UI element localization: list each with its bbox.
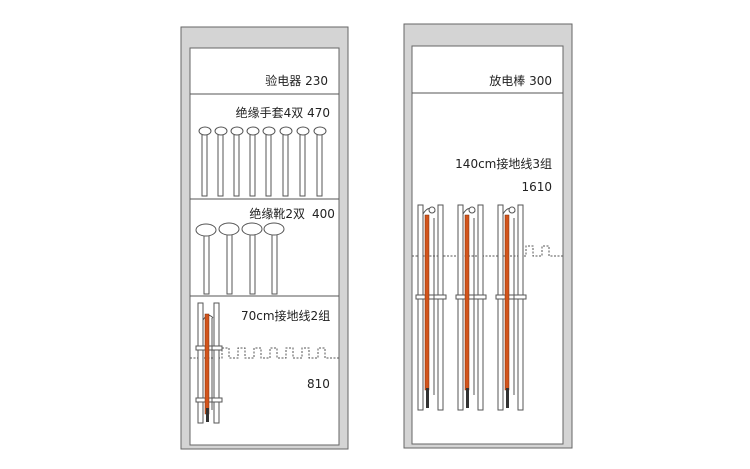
right-rack-rail xyxy=(412,245,563,257)
left-label-gloves: 绝缘手套4双 470 xyxy=(236,105,330,120)
glove-hangers xyxy=(198,126,327,197)
boot-hanger xyxy=(218,222,240,295)
ground-wire-cable xyxy=(464,214,470,391)
ground-wire-rack-70cm xyxy=(195,302,223,424)
boot-hanger xyxy=(263,222,285,295)
glove-hanger xyxy=(198,126,212,197)
ground-wire-rack-140cm xyxy=(415,204,447,411)
glove-hanger xyxy=(296,126,310,197)
glove-hanger xyxy=(313,126,327,197)
left-label-ground-wire: 70cm接地线2组 xyxy=(241,308,330,323)
ground-wire-cable xyxy=(504,214,510,391)
glove-hanger xyxy=(214,126,228,197)
right-cabinet: 放电棒 300 140cm接地线3组 1610 xyxy=(403,23,573,449)
glove-hanger xyxy=(230,126,244,197)
ground-wire-cable xyxy=(204,313,210,415)
ground-wire-rack-140cm xyxy=(455,204,487,411)
glove-hanger xyxy=(246,126,260,197)
left-label-boots: 绝缘靴2双 xyxy=(249,206,305,221)
boot-hanger xyxy=(241,222,263,295)
boot-hanger xyxy=(195,223,217,295)
left-cabinet: 验电器 230 绝缘手套4双 470 绝缘靴2双 400 70cm接地线2组 8… xyxy=(180,26,349,450)
ground-wire-rack-140cm xyxy=(495,204,527,411)
right-value-ground-wire: 1610 xyxy=(521,180,552,194)
glove-hanger xyxy=(262,126,276,197)
ground-wire-cable xyxy=(424,214,430,391)
left-label-tester: 验电器 230 xyxy=(265,73,328,88)
left-value-ground-wire: 810 xyxy=(307,377,330,391)
right-label-ground-wire: 140cm接地线3组 xyxy=(455,156,552,171)
right-label-discharge-rod: 放电棒 300 xyxy=(489,73,552,88)
right-cabinet-interior xyxy=(411,45,564,445)
left-value-boots: 400 xyxy=(312,207,335,221)
left-rack-rail xyxy=(190,347,339,359)
glove-hanger xyxy=(279,126,293,197)
boot-hangers xyxy=(195,222,285,295)
